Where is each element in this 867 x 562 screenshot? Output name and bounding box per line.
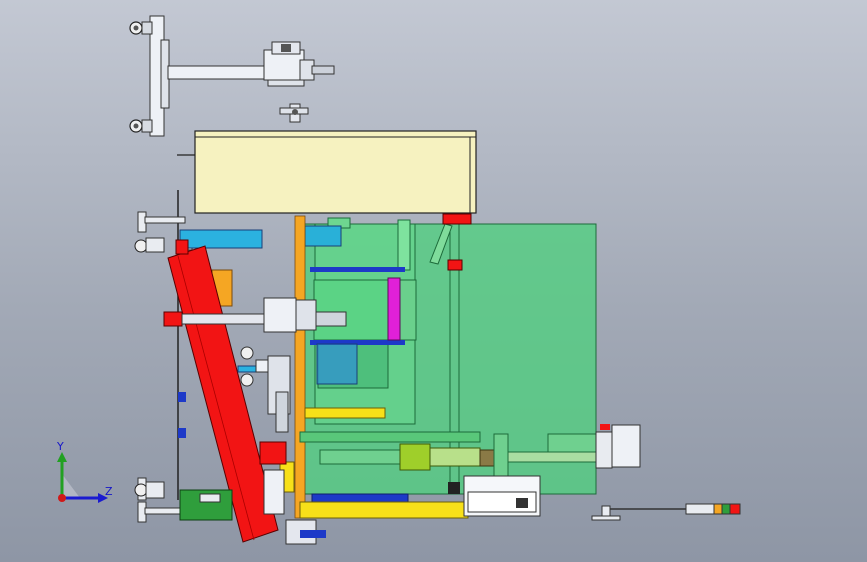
axis-triad: Y Z xyxy=(48,438,118,508)
top-stand-assembly xyxy=(129,15,335,137)
z-axis-label: Z xyxy=(105,485,113,498)
base-assembly xyxy=(179,355,541,545)
magenta-block xyxy=(387,277,401,341)
axis-triad-graphic xyxy=(57,452,108,503)
lower-spindle xyxy=(299,424,641,481)
leveling-feet-left xyxy=(134,211,193,523)
y-axis-label: Y xyxy=(57,440,64,453)
hopper-box xyxy=(177,130,477,214)
tower-light xyxy=(591,503,741,521)
